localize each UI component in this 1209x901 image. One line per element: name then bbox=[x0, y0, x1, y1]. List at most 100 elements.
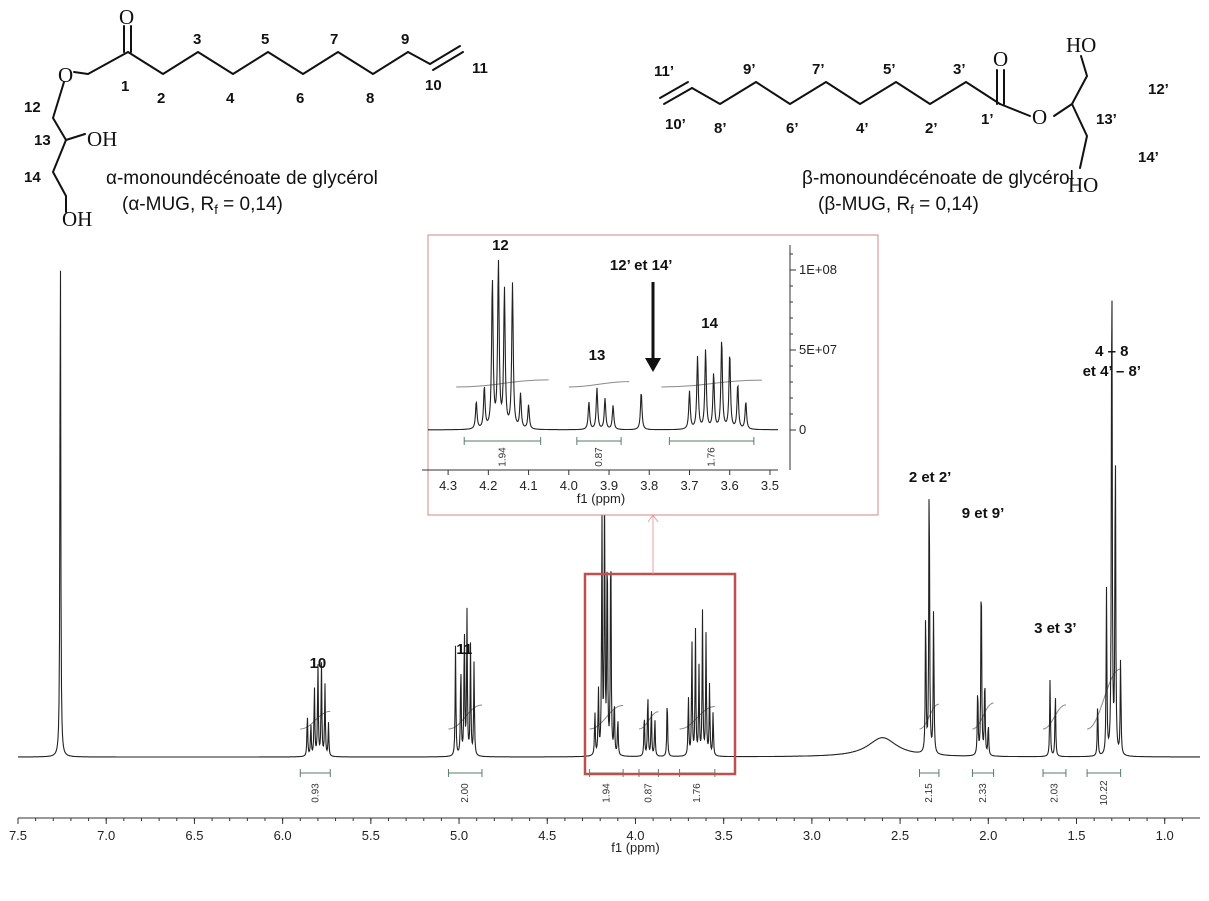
main-x-tick-label: 7.5 bbox=[9, 828, 27, 843]
alpha-vinyl-bond bbox=[407, 51, 431, 65]
beta-o-ester: O bbox=[1032, 105, 1047, 129]
main-x-tick-label: 3.5 bbox=[715, 828, 733, 843]
beta-mug-name: β-monoundécénoate de glycérol bbox=[802, 168, 1074, 189]
main-x-tick-label: 3.0 bbox=[803, 828, 821, 843]
inset-integral-value: 1.76 bbox=[707, 447, 718, 467]
alpha-o-carbonyl: O bbox=[119, 5, 134, 29]
main-x-tick-label: 7.0 bbox=[97, 828, 115, 843]
inset-peak-labels: 12 12’ et 14’ 13 14 bbox=[492, 237, 719, 364]
alpha-num-5: 5 bbox=[261, 31, 269, 48]
main-x-tick-label: 6.0 bbox=[274, 828, 292, 843]
main-peak-label: 11 bbox=[456, 641, 472, 658]
inset-x-tick-label: 4.1 bbox=[520, 478, 538, 493]
main-integral-value: 2.33 bbox=[978, 783, 989, 803]
beta-mug-abbr: (β-MUG, Rf = 0,14) bbox=[818, 194, 979, 217]
beta-num-13: 13’ bbox=[1096, 111, 1117, 128]
beta-num-1: 1’ bbox=[981, 111, 994, 128]
inset-x-tick-label: 4.0 bbox=[560, 478, 578, 493]
inset-integral-value: 1.94 bbox=[497, 447, 508, 467]
main-integral-curve bbox=[679, 705, 715, 730]
main-x-tick-label: 5.0 bbox=[450, 828, 468, 843]
alpha-oh-14: OH bbox=[62, 207, 92, 231]
beta-ester-bond bbox=[999, 103, 1031, 117]
inset-x-tick-label: 3.6 bbox=[721, 478, 739, 493]
main-x-tick-label: 4.0 bbox=[626, 828, 644, 843]
beta-num-6: 6’ bbox=[786, 120, 799, 137]
inset-y-tick-label: 5E+07 bbox=[799, 342, 837, 357]
beta-ho-14: HO bbox=[1068, 173, 1098, 197]
inset-x-tick-label: 3.5 bbox=[761, 478, 779, 493]
beta-num-3: 3’ bbox=[953, 61, 966, 78]
inset-peak-label: 12 bbox=[492, 237, 509, 254]
main-integral-curve bbox=[589, 704, 624, 730]
alpha-num-8: 8 bbox=[366, 90, 374, 107]
inset-x-tick-label: 4.3 bbox=[439, 478, 457, 493]
inset-peak-label: 13 bbox=[589, 347, 606, 364]
alpha-o-ester: O bbox=[58, 63, 73, 87]
beta-mug-structure: O O HO HO 1’ 2’ 3’ 4’ 5’ 6’ 7’ 8’ 9’ 10’… bbox=[654, 33, 1169, 217]
inset-x-tick-label: 3.7 bbox=[680, 478, 698, 493]
alpha-mug-name: α-monoundécénoate de glycérol bbox=[106, 168, 378, 189]
beta-num-4: 4’ bbox=[856, 120, 869, 137]
alpha-num-3: 3 bbox=[193, 31, 201, 48]
inset-nmr-zoom: 1.94 0.87 1.76 4.3 4.2 4.1 4.0 3.9 3.8 3.7 3.6 3.5… bbox=[422, 234, 879, 516]
inset-peak-label: 14 bbox=[701, 315, 718, 332]
beta-num-2: 2’ bbox=[925, 120, 938, 137]
main-integral-value: 1.94 bbox=[601, 783, 612, 803]
alpha-vinyl-double2 bbox=[432, 51, 464, 71]
inset-peak-label: 12’ et 14’ bbox=[610, 257, 673, 274]
main-integral-curve bbox=[972, 702, 994, 730]
beta-glycerol-bonds bbox=[1053, 55, 1088, 117]
beta-num-10: 10’ bbox=[665, 116, 686, 133]
inset-x-tick-label: 3.9 bbox=[600, 478, 618, 493]
beta-glycerol-bonds2 bbox=[1071, 103, 1088, 169]
main-peak-label: 4 – 8 bbox=[1095, 343, 1128, 360]
inset-integral-curve bbox=[568, 381, 630, 388]
inset-integral-curve bbox=[456, 379, 549, 388]
main-integral-curve bbox=[919, 703, 940, 730]
main-integral-value: 0.87 bbox=[644, 783, 655, 803]
main-integral-curve bbox=[1086, 668, 1121, 730]
alpha-num-2: 2 bbox=[157, 90, 165, 107]
beta-num-14: 14’ bbox=[1138, 149, 1159, 166]
beta-vinyl-double bbox=[663, 87, 693, 105]
main-integral-value: 1.76 bbox=[692, 783, 703, 803]
inset-y-tick-label: 1E+08 bbox=[799, 262, 837, 277]
alpha-num-9: 9 bbox=[401, 31, 409, 48]
alpha-mug-structure: O O OH OH 1 2 3 4 5 6 7 8 9 10 11 12 13 … bbox=[24, 5, 488, 231]
beta-num-11: 11’ bbox=[654, 63, 674, 80]
beta-ho-12: HO bbox=[1066, 33, 1096, 57]
alpha-chain-bonds bbox=[87, 51, 409, 75]
main-peak-label: 3 et 3’ bbox=[1034, 620, 1077, 637]
beta-chain-bonds bbox=[691, 81, 1001, 105]
inset-x-tick-label: 3.8 bbox=[640, 478, 658, 493]
beta-num-7: 7’ bbox=[812, 61, 825, 78]
alpha-num-14: 14 bbox=[24, 169, 41, 186]
main-peak-label: 2 et 2’ bbox=[909, 469, 952, 486]
main-x-tick-label: 2.5 bbox=[891, 828, 909, 843]
inset-integral-value: 0.87 bbox=[594, 447, 605, 467]
beta-num-5: 5’ bbox=[883, 61, 896, 78]
inset-arrow-head bbox=[645, 358, 661, 372]
main-x-axis-label: f1 (ppm) bbox=[611, 840, 659, 855]
alpha-num-10: 10 bbox=[425, 77, 442, 94]
main-x-tick-label: 1.0 bbox=[1156, 828, 1174, 843]
main-peak-label: et 4’ – 8’ bbox=[1083, 363, 1141, 380]
inset-integral-bars: 1.94 0.87 1.76 bbox=[463, 437, 755, 467]
beta-num-8: 8’ bbox=[714, 120, 727, 137]
main-x-tick-label: 5.5 bbox=[362, 828, 380, 843]
main-peak-label: 9 et 9’ bbox=[962, 505, 1005, 522]
alpha-vinyl-double bbox=[429, 45, 461, 65]
alpha-glycerol-bonds bbox=[52, 81, 86, 141]
alpha-num-12: 12 bbox=[24, 99, 41, 116]
alpha-num-1: 1 bbox=[121, 78, 129, 95]
alpha-mug-abbr: (α-MUG, Rf = 0,14) bbox=[122, 194, 283, 217]
inset-x-tick-label: 4.2 bbox=[479, 478, 497, 493]
main-spectrum-trace bbox=[18, 270, 1200, 758]
main-integral-value: 2.03 bbox=[1049, 783, 1060, 803]
